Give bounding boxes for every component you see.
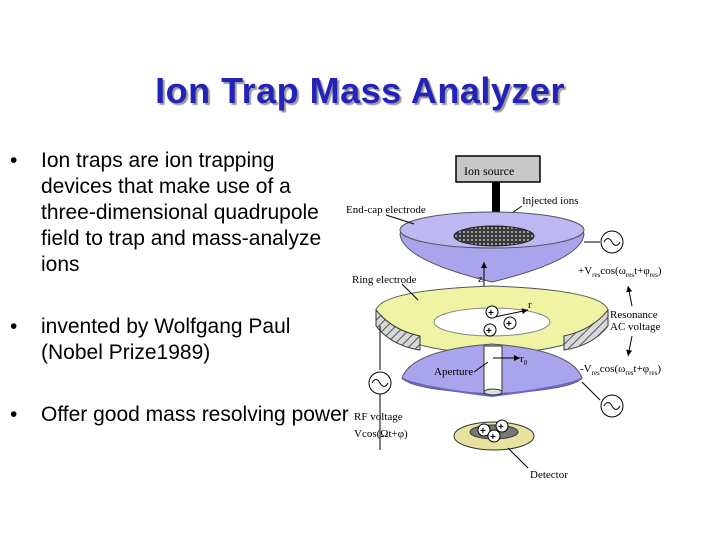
r-axis-label: r (528, 299, 532, 311)
bullet-item: invented by Wolfgang Paul (Nobel Prize19… (10, 314, 350, 366)
svg-text:+: + (488, 308, 494, 319)
ion-source: Ion source (455, 155, 541, 183)
ring-electrode-label: Ring electrode (352, 274, 417, 286)
bullet-item: Offer good mass resolving power (10, 402, 350, 428)
rf-formula: Vcos(Ωt+φ) (354, 428, 408, 440)
svg-text:+: + (498, 422, 504, 433)
upper-end-cap-electrode (399, 211, 585, 283)
ion-trap-diagram: Ion source Injected ions End-cap electro… (346, 155, 662, 481)
resonance-label: Resonance (610, 309, 658, 321)
resonance-ac-source-top (584, 230, 624, 254)
z-axis-label: z (478, 273, 483, 285)
resonance-ac-source-bottom (581, 381, 624, 418)
svg-text:+: + (486, 326, 492, 337)
r0-label: r0 (520, 353, 528, 367)
trapped-ions: + + + (483, 305, 517, 337)
bullet-list: Ion traps are ion trapping devices that … (10, 148, 350, 464)
plus-v-res-formula: +Vrescos(ωrest+φres) (578, 265, 662, 279)
svg-text:+: + (480, 426, 486, 437)
rf-voltage-label: RF voltage (354, 411, 403, 423)
ring-electrode (375, 285, 609, 355)
detector: + + + (453, 419, 535, 451)
end-cap-electrode-label: End-cap electrode (346, 204, 426, 216)
slide-title: Ion Trap Mass Analyzer (155, 70, 565, 111)
rf-voltage-source (368, 326, 392, 450)
aperture-label: Aperture (434, 366, 473, 378)
ac-voltage-label: AC voltage (610, 321, 661, 333)
svg-text:+: + (490, 432, 496, 443)
injected-ions-label: Injected ions (522, 195, 579, 207)
svg-text:+: + (506, 319, 512, 330)
lower-end-cap-electrode (401, 343, 583, 398)
bullet-item: Ion traps are ion trapping devices that … (10, 148, 350, 278)
ion-source-label: Ion source (464, 164, 514, 178)
ion-source-box (455, 155, 541, 183)
detector-label: Detector (530, 469, 568, 481)
minus-v-res-formula: -Vrescos(ωrest+φres) (580, 363, 661, 377)
